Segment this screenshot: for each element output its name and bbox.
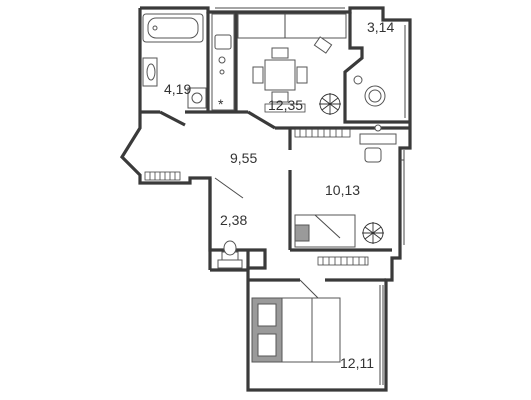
- bedroom-plant-icon: [362, 222, 384, 244]
- dining-table-icon: [252, 47, 308, 103]
- interior-walls: [140, 12, 410, 385]
- room-area-loggia: 3,14: [367, 19, 394, 35]
- desk-icon: [359, 124, 397, 163]
- bathroom-counter-icon: *: [211, 13, 235, 112]
- loggia-armchair-icon: [353, 75, 386, 107]
- washing-machine-icon: [187, 87, 207, 109]
- svg-text:*: *: [218, 96, 224, 112]
- robot-vacuum-icon: [313, 36, 333, 54]
- room-area-bedroom-main: 12,11: [340, 355, 374, 371]
- room-area-bathroom: 4,19: [164, 81, 191, 97]
- double-bed-icon: [251, 297, 341, 363]
- kitchen-plant-icon: [319, 93, 341, 115]
- small-bed-icon: [294, 214, 356, 248]
- bathtub-icon: [142, 13, 204, 43]
- bathroom-sink-icon: [142, 57, 158, 87]
- room-area-bedroom-small: 10,13: [325, 182, 360, 198]
- toilet-icon: [217, 240, 243, 269]
- radiators: [144, 103, 369, 266]
- room-area-wc: 2,38: [220, 212, 247, 228]
- kitchen-counter-icon: [237, 13, 347, 39]
- room-area-kitchen: 12,35: [268, 97, 303, 113]
- room-area-hall: 9,55: [230, 150, 257, 166]
